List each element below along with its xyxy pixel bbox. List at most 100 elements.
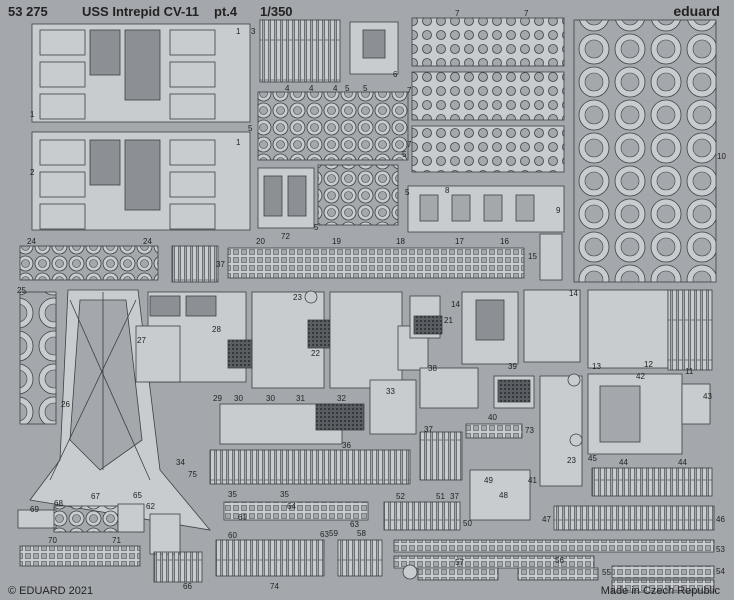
- part-number: 40: [488, 413, 497, 422]
- part-number: 54: [716, 567, 725, 576]
- part-number: 60: [228, 531, 237, 540]
- part-number: 1: [236, 27, 241, 36]
- part-number: 22: [311, 349, 320, 358]
- part-number: 66: [183, 582, 192, 591]
- part-number: 68: [54, 499, 63, 508]
- part-number: 52: [396, 492, 405, 501]
- part-number: 8: [445, 186, 450, 195]
- part-number: 45: [588, 454, 597, 463]
- part-number: 61: [238, 513, 247, 522]
- copyright-text: © EDUARD 2021: [8, 585, 94, 597]
- part-number: 1: [30, 110, 35, 119]
- part-number: 70: [48, 536, 57, 545]
- part-number: 26: [61, 400, 70, 409]
- part-number: 30: [234, 394, 243, 403]
- part-number: 20: [256, 237, 265, 246]
- part-number: 1: [236, 138, 241, 147]
- part-number: 44: [678, 458, 687, 467]
- eduard-logo: eduard: [673, 3, 720, 19]
- part-number: 62: [146, 502, 155, 511]
- part-number: 44: [619, 458, 628, 467]
- part-number: 10: [717, 152, 726, 161]
- part-number: 34: [176, 458, 185, 467]
- part-number: 37: [450, 492, 459, 501]
- part-number: 4: [309, 84, 314, 93]
- kit-part: pt.4: [214, 4, 238, 19]
- part-number: 24: [27, 237, 36, 246]
- part-number: 47: [542, 515, 551, 524]
- part-number: 43: [703, 392, 712, 401]
- part-number: 71: [112, 536, 121, 545]
- part-number: 7: [524, 9, 529, 18]
- part-number: 31: [296, 394, 305, 403]
- part-number: 15: [528, 252, 537, 261]
- catalog-number: 53 275: [8, 4, 48, 19]
- part-number: 58: [357, 529, 366, 538]
- part-number: 5: [314, 223, 319, 232]
- part-number: 35: [228, 490, 237, 499]
- part-number: 56: [555, 556, 564, 565]
- kit-title: USS Intrepid CV-11: [82, 4, 200, 19]
- part-number: 11: [685, 367, 694, 376]
- part-number: 50: [463, 519, 472, 528]
- part-number: 6: [393, 70, 398, 79]
- part-number: 74: [270, 582, 279, 591]
- part-number: 7: [407, 86, 412, 95]
- part-number: 13: [592, 362, 601, 371]
- part-number: 3: [251, 27, 256, 36]
- part-number: 4: [285, 84, 290, 93]
- part-number: 21: [444, 316, 453, 325]
- part-number: 75: [188, 470, 197, 479]
- part-number: 41: [528, 476, 537, 485]
- part-number: 53: [716, 545, 725, 554]
- part-number: 63: [350, 520, 359, 529]
- part-number: 5: [248, 124, 253, 133]
- part-number: 5: [405, 188, 410, 197]
- part-number: 39: [508, 362, 517, 371]
- part-number: 14: [569, 289, 578, 298]
- part-number: 12: [644, 360, 653, 369]
- part-number: 48: [499, 491, 508, 500]
- part-number: 4: [333, 84, 338, 93]
- part-number: 25: [17, 286, 26, 295]
- part-number: 16: [500, 237, 509, 246]
- part-number: 49: [484, 476, 493, 485]
- part-number: 27: [137, 336, 146, 345]
- part-number: 30: [266, 394, 275, 403]
- part-number: 23: [567, 456, 576, 465]
- part-number: 17: [455, 237, 464, 246]
- part-number: 73: [525, 426, 534, 435]
- part-number: 7: [455, 9, 460, 18]
- part-number: 18: [396, 237, 405, 246]
- part-number: 14: [451, 300, 460, 309]
- part-number: 57: [455, 558, 464, 567]
- part-number: 35: [280, 490, 289, 499]
- part-number: 65: [133, 491, 142, 500]
- part-number: 23: [293, 293, 302, 302]
- part-number: 55: [602, 568, 611, 577]
- part-number: 37: [424, 425, 433, 434]
- part-number: 63: [320, 530, 329, 539]
- part-number: 5: [363, 84, 368, 93]
- kit-scale: 1/350: [260, 4, 293, 19]
- part-number: 5: [402, 150, 407, 159]
- part-number: 33: [386, 387, 395, 396]
- part-number: 72: [281, 232, 290, 241]
- part-number: 9: [556, 206, 561, 215]
- part-number: 29: [213, 394, 222, 403]
- part-number: 37: [216, 260, 225, 269]
- part-number: 32: [337, 394, 346, 403]
- part-number: 42: [636, 372, 645, 381]
- part-number: 69: [30, 505, 39, 514]
- part-number: 19: [332, 237, 341, 246]
- part-number: 51: [436, 492, 445, 501]
- part-number: 36: [342, 441, 351, 450]
- part-number: 67: [91, 492, 100, 501]
- part-number: 38: [428, 364, 437, 373]
- part-number: 5: [345, 84, 350, 93]
- part-number: 2: [30, 168, 35, 177]
- part-number: 28: [212, 325, 221, 334]
- part-number: 46: [716, 515, 725, 524]
